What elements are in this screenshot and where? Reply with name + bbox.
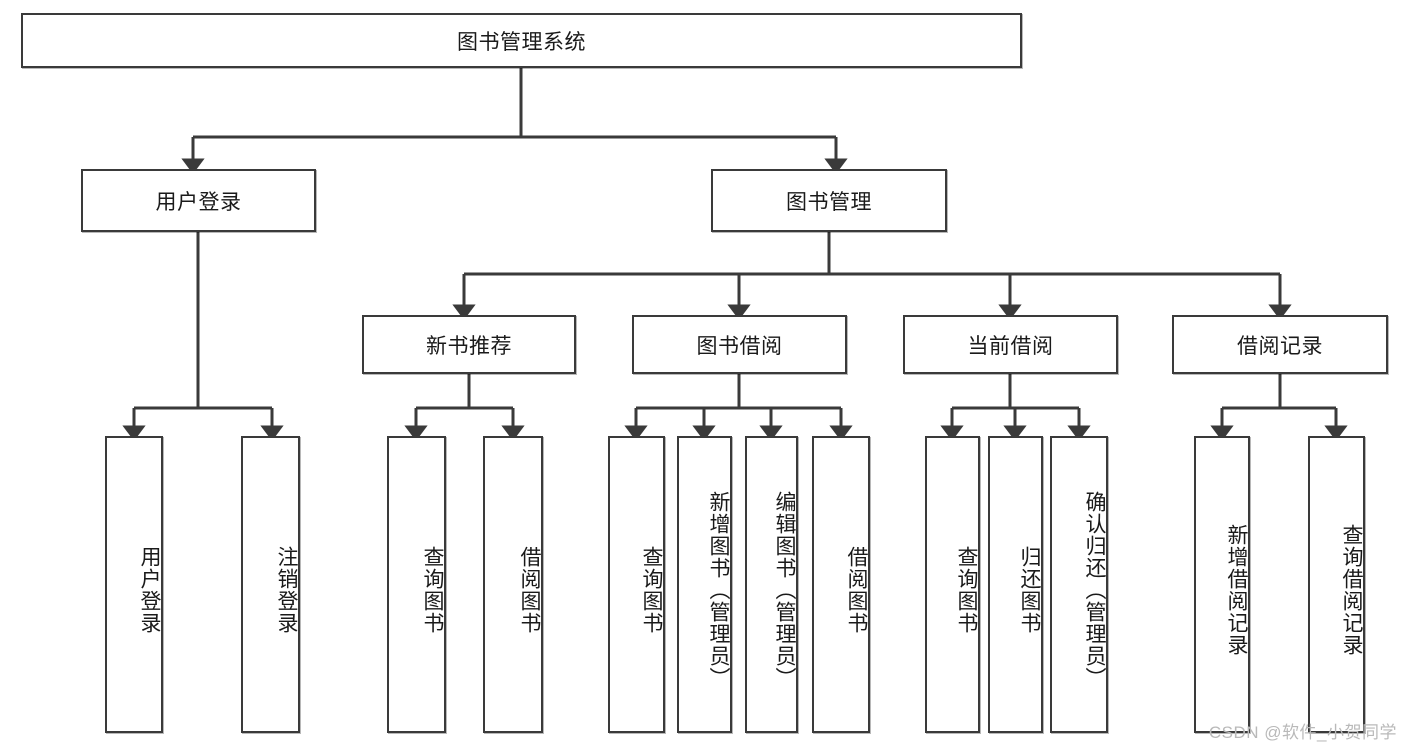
node-book-borrow[interactable]: 图书借阅	[632, 315, 847, 374]
node-leaf-query-book-3[interactable]: 查询图书	[925, 436, 980, 733]
node-book-borrow-label: 图书借阅	[696, 334, 783, 358]
node-user-login[interactable]: 用户登录	[81, 169, 316, 232]
node-leaf-user-login-label: 用户登录	[138, 545, 161, 634]
node-leaf-borrow-book-1-label: 借阅图书	[518, 545, 541, 634]
node-leaf-borrow-book-2-label: 借阅图书	[845, 545, 868, 634]
node-leaf-query-book-1-label: 查询图书	[421, 545, 444, 634]
node-leaf-confirm-return-label: 确认归还（管理员）	[1083, 490, 1106, 689]
node-root-label: 图书管理系统	[457, 30, 586, 54]
node-book-manage-label: 图书管理	[786, 190, 872, 214]
node-leaf-user-login[interactable]: 用户登录	[105, 436, 163, 733]
node-leaf-query-book-2-label: 查询图书	[640, 545, 663, 634]
node-leaf-return-book[interactable]: 归还图书	[988, 436, 1043, 733]
node-leaf-edit-book-label: 编辑图书（管理员）	[773, 490, 796, 689]
node-leaf-query-record-label: 查询借阅记录	[1340, 523, 1363, 656]
node-current-borrow[interactable]: 当前借阅	[903, 315, 1118, 374]
node-leaf-add-record[interactable]: 新增借阅记录	[1194, 436, 1250, 733]
node-leaf-borrow-book-2[interactable]: 借阅图书	[812, 436, 870, 733]
node-leaf-logout-login-label: 注销登录	[275, 545, 298, 634]
node-leaf-query-book-1[interactable]: 查询图书	[387, 436, 446, 733]
watermark-text: CSDN @软件_小贺同学	[1208, 723, 1397, 742]
node-leaf-logout-login[interactable]: 注销登录	[241, 436, 300, 733]
node-leaf-confirm-return[interactable]: 确认归还（管理员）	[1050, 436, 1108, 733]
node-leaf-add-book[interactable]: 新增图书（管理员）	[677, 436, 732, 733]
node-leaf-return-book-label: 归还图书	[1018, 545, 1041, 634]
node-new-book-recommend[interactable]: 新书推荐	[362, 315, 576, 374]
node-borrow-record[interactable]: 借阅记录	[1172, 315, 1388, 374]
node-new-book-recommend-label: 新书推荐	[426, 334, 512, 358]
node-leaf-query-book-3-label: 查询图书	[955, 545, 978, 634]
node-root[interactable]: 图书管理系统	[21, 13, 1022, 68]
node-current-borrow-label: 当前借阅	[967, 334, 1054, 358]
node-borrow-record-label: 借阅记录	[1237, 334, 1323, 358]
node-leaf-query-record[interactable]: 查询借阅记录	[1308, 436, 1365, 733]
node-leaf-edit-book[interactable]: 编辑图书（管理员）	[745, 436, 798, 733]
node-leaf-add-record-label: 新增借阅记录	[1225, 523, 1248, 656]
node-leaf-query-book-2[interactable]: 查询图书	[608, 436, 665, 733]
node-book-manage[interactable]: 图书管理	[711, 169, 947, 232]
node-leaf-borrow-book-1[interactable]: 借阅图书	[483, 436, 543, 733]
node-leaf-add-book-label: 新增图书（管理员）	[707, 490, 730, 689]
node-user-login-label: 用户登录	[155, 190, 242, 214]
